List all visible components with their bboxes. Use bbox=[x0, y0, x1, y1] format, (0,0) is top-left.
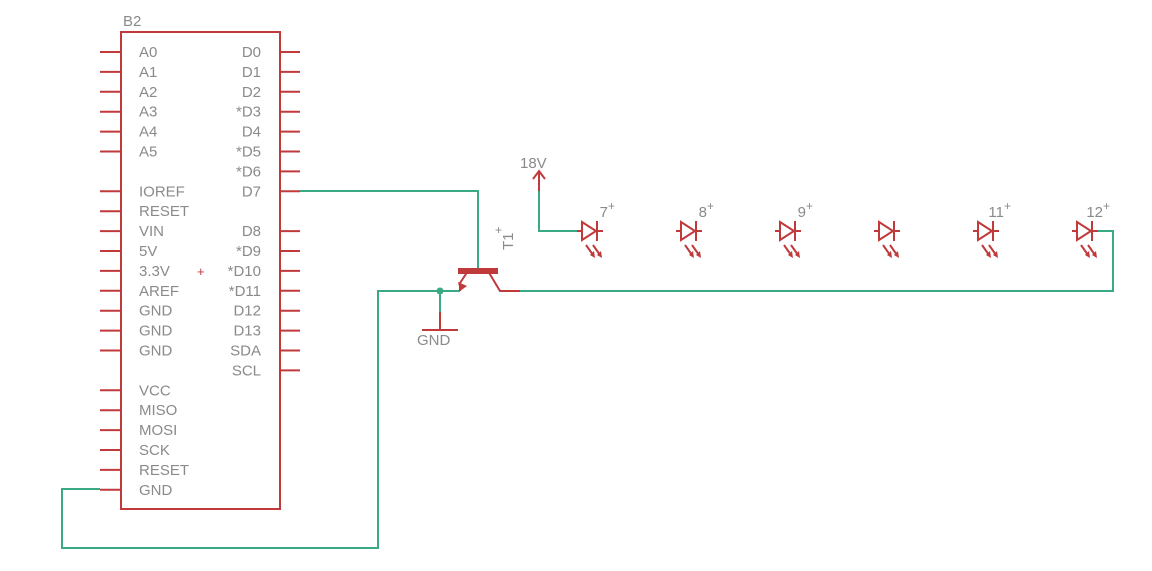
led-plus: + bbox=[806, 199, 813, 213]
led-emission-arrowhead bbox=[696, 251, 701, 258]
board-right-pin-label: SCL bbox=[232, 362, 261, 379]
supply-arrow-icon bbox=[532, 169, 546, 180]
board-right-pin-label: *D9 bbox=[236, 243, 261, 260]
board-right-pin-label: SDA bbox=[230, 343, 261, 360]
led-emission-arrowhead bbox=[887, 251, 892, 258]
transistor-t1: T1 + bbox=[458, 223, 520, 292]
board-left-pin-label: MOSI bbox=[139, 422, 177, 439]
led-label: 8 bbox=[699, 204, 707, 221]
board-left-pin-label: 3.3V bbox=[139, 263, 170, 280]
board-right-pin-label: D0 bbox=[242, 44, 261, 61]
board-right-pin-label: *D11 bbox=[229, 283, 261, 300]
led-chain: 7+8+9+11+12+ bbox=[577, 199, 1110, 258]
board-left-pin-label: A3 bbox=[139, 104, 157, 121]
transistor-emitter-arrow bbox=[458, 282, 467, 291]
board-right-pin-label: D4 bbox=[242, 124, 261, 141]
board-left-pin-label: A1 bbox=[139, 64, 157, 81]
supply-symbol: 18V bbox=[520, 155, 547, 191]
led-triangle bbox=[977, 220, 994, 242]
board-right-pin-label: *D10 bbox=[228, 263, 261, 280]
board-left-pin-label: 5V bbox=[139, 243, 157, 260]
led-emission-arrowhead bbox=[597, 251, 602, 258]
led-triangle bbox=[680, 220, 697, 242]
board-outline bbox=[120, 31, 281, 510]
wire-supply-to-leds bbox=[538, 191, 577, 232]
led-1: 7+ bbox=[577, 199, 615, 258]
led-3: 9+ bbox=[775, 199, 813, 258]
supply-label: 18V bbox=[520, 155, 547, 172]
board-left-pin-label: A5 bbox=[139, 144, 157, 161]
board-right-pin-label: D8 bbox=[242, 223, 261, 240]
transistor-label: T1 bbox=[500, 232, 517, 250]
board-left-pin-label: RESET bbox=[139, 462, 189, 479]
board-left-pin-label: A2 bbox=[139, 84, 157, 101]
led-emission-arrowhead bbox=[1085, 251, 1090, 258]
board-left-pin-label: IOREF bbox=[139, 183, 185, 200]
board-left-pin-label: GND bbox=[139, 343, 173, 360]
led-emission-arrowhead bbox=[590, 251, 595, 258]
transistor-plus: + bbox=[495, 223, 502, 237]
board-left-pin-label: SCK bbox=[139, 442, 170, 459]
board-left-pin-label: VIN bbox=[139, 223, 164, 240]
board-right-pin-label: *D6 bbox=[236, 163, 261, 180]
led-triangle bbox=[878, 220, 895, 242]
ground-label: GND bbox=[417, 332, 451, 349]
led-triangle bbox=[581, 220, 598, 242]
board-left-pin-label: A0 bbox=[139, 44, 157, 61]
led-emission-arrowhead bbox=[993, 251, 998, 258]
board-right-pin-label: D1 bbox=[242, 64, 261, 81]
led-emission-arrowhead bbox=[894, 251, 899, 258]
ground-symbol: GND bbox=[417, 312, 458, 349]
board-left-pin-label: GND bbox=[139, 303, 173, 320]
board-left-pin-label: A4 bbox=[139, 124, 157, 141]
board-left-pin-label: VCC bbox=[139, 382, 171, 399]
led-emission-arrowhead bbox=[795, 251, 800, 258]
led-plus: + bbox=[1004, 199, 1011, 213]
led-emission-arrowhead bbox=[986, 251, 991, 258]
board-right-pin-label: *D5 bbox=[236, 144, 261, 161]
led-6: 12+ bbox=[1072, 199, 1110, 258]
led-triangle bbox=[779, 220, 796, 242]
board-left-pin-label: RESET bbox=[139, 203, 189, 220]
led-5: 11+ bbox=[973, 199, 1011, 258]
board-right-pin-label: D12 bbox=[233, 303, 261, 320]
led-2: 8+ bbox=[676, 199, 714, 258]
board-right-pin-label: *D3 bbox=[236, 104, 261, 121]
board-left-pin-label: AREF bbox=[139, 283, 179, 300]
led-plus: + bbox=[707, 199, 714, 213]
transistor-collector-leg bbox=[487, 270, 520, 292]
led-4 bbox=[874, 220, 900, 258]
wire-collector-to-leds bbox=[520, 230, 1114, 292]
board-plus-mark: + bbox=[197, 264, 205, 279]
led-label: 12 bbox=[1086, 204, 1103, 221]
board-left-pin-label: GND bbox=[139, 482, 173, 499]
led-label: 9 bbox=[798, 204, 806, 221]
board-left-pin-label: GND bbox=[139, 323, 173, 340]
wire-gnd-loop bbox=[61, 290, 440, 549]
board-name: B2 bbox=[123, 13, 141, 30]
led-triangle bbox=[1076, 220, 1093, 242]
led-plus: + bbox=[608, 199, 615, 213]
board-right-pin-label: D13 bbox=[233, 323, 261, 340]
board-right-pin-label: D2 bbox=[242, 84, 261, 101]
board-right-pin-label: D7 bbox=[242, 183, 261, 200]
led-label: 7 bbox=[600, 204, 608, 221]
led-label: 11 bbox=[988, 204, 1004, 221]
wire-d7-to-base bbox=[300, 190, 479, 268]
led-plus: + bbox=[1103, 199, 1110, 213]
led-emission-arrowhead bbox=[1092, 251, 1097, 258]
wire-junction bbox=[436, 287, 444, 295]
led-emission-arrowhead bbox=[788, 251, 793, 258]
led-emission-arrowhead bbox=[689, 251, 694, 258]
wires bbox=[61, 190, 1114, 549]
board-left-pin-label: MISO bbox=[139, 402, 177, 419]
